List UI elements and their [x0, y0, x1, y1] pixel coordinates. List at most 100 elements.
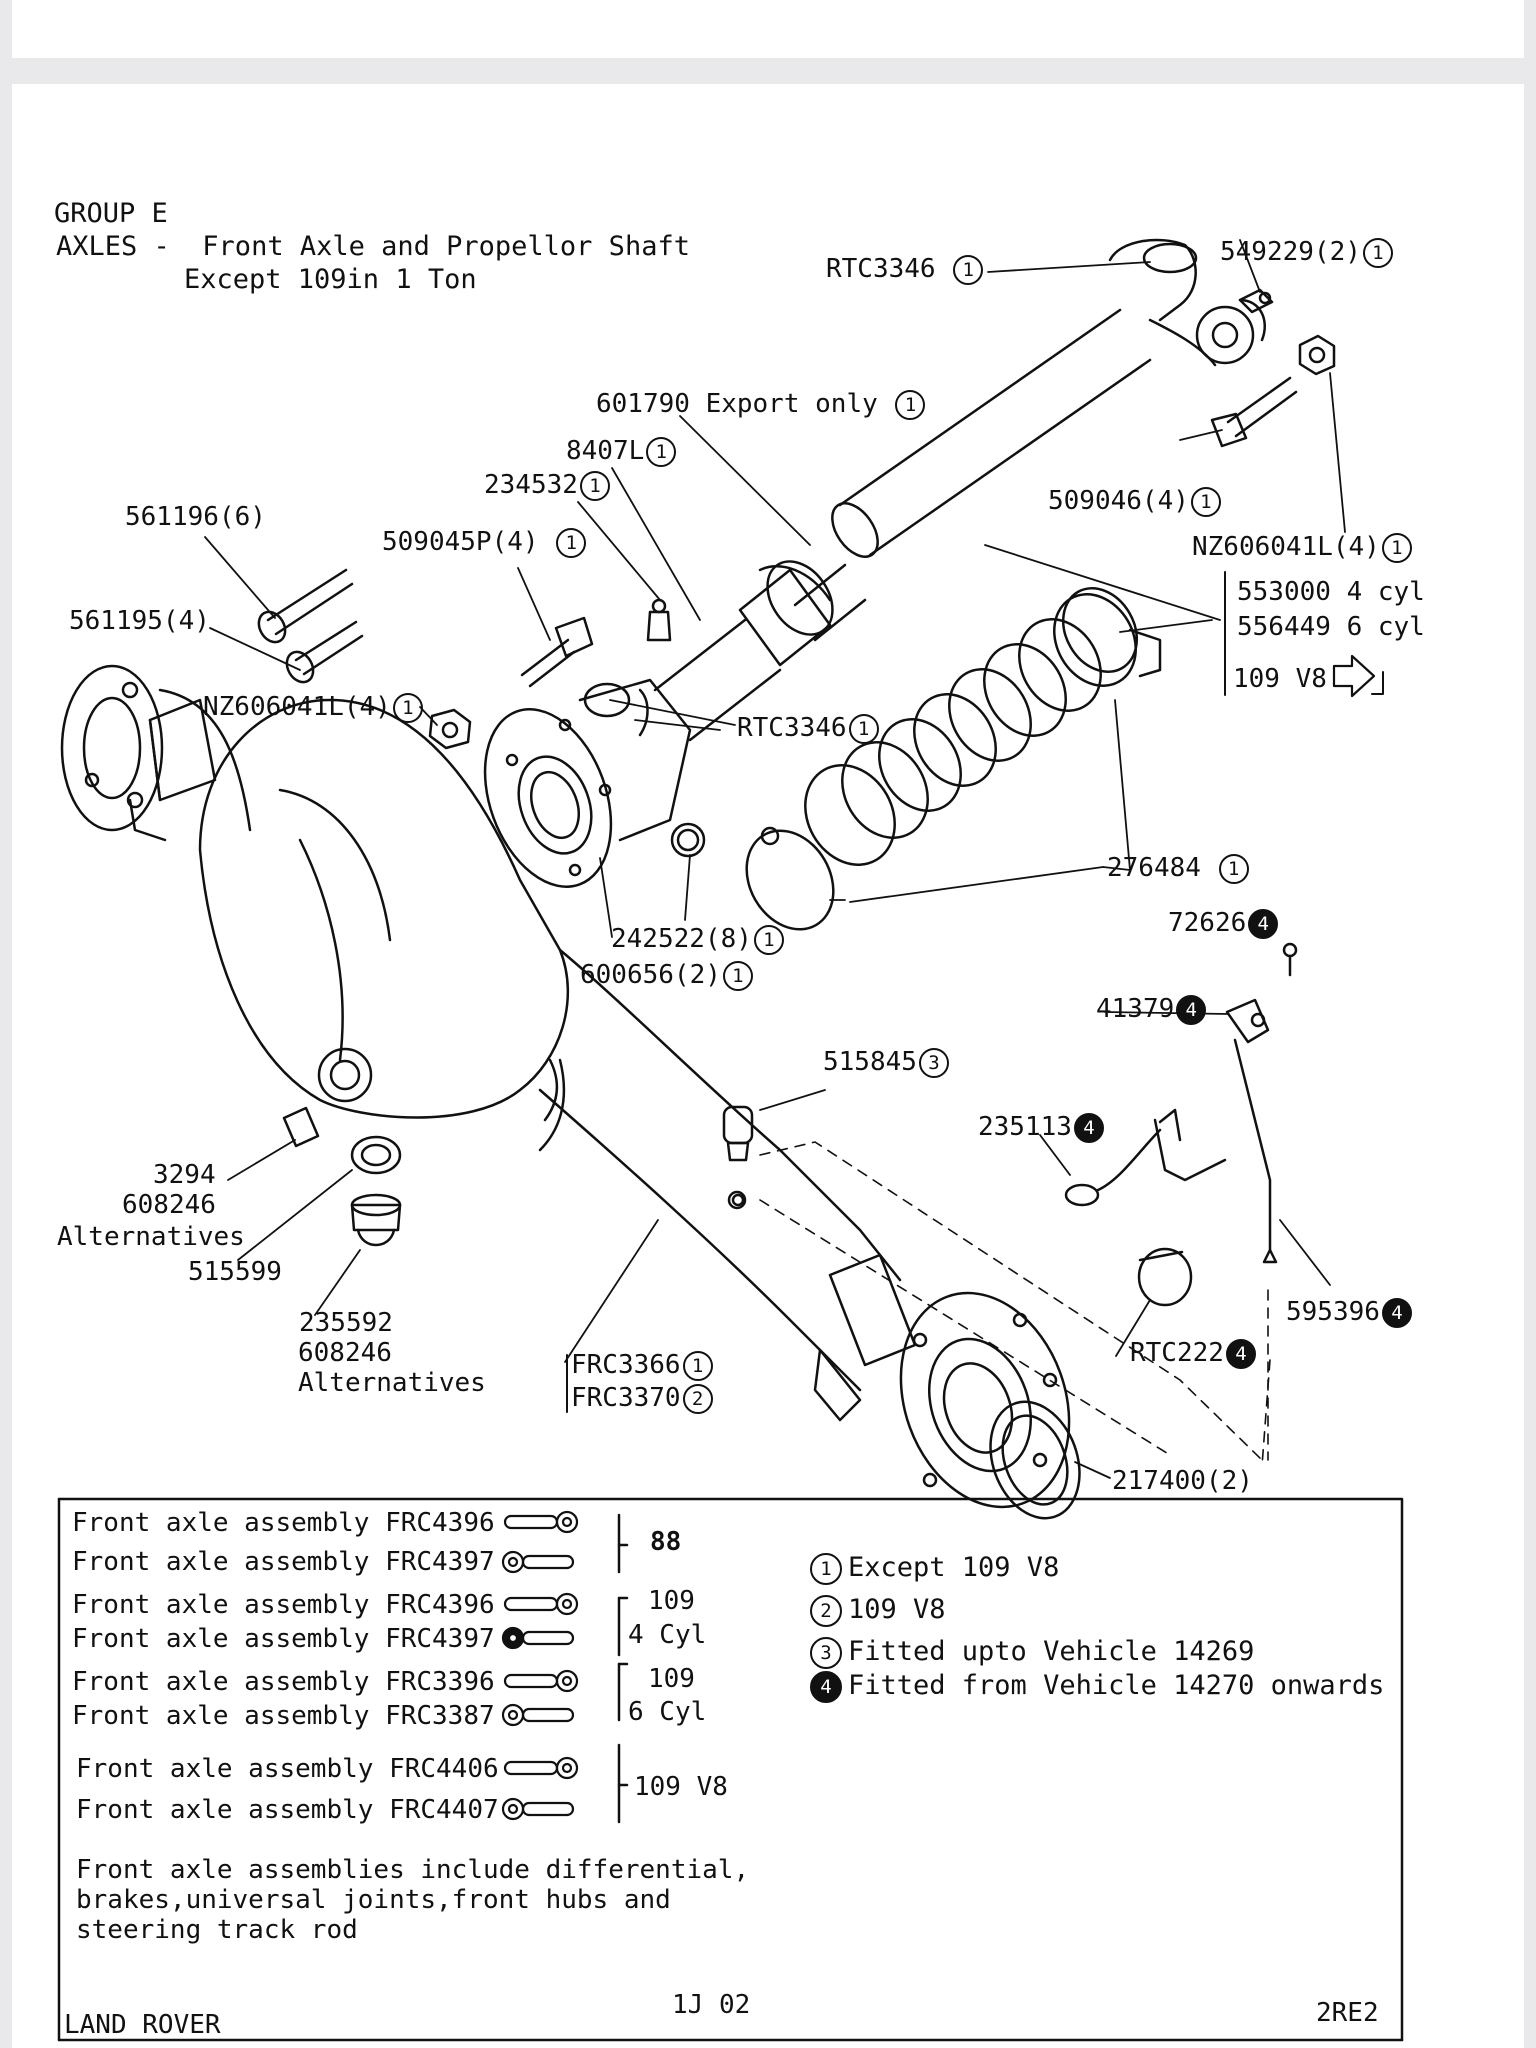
- callout-509045p: 509045P(4) 1: [382, 527, 587, 558]
- assembly-row: Front axle assembly FRC4396: [72, 1508, 495, 1538]
- group-109-v8: 109 V8: [634, 1772, 728, 1802]
- callout-561195: 561195(4): [69, 606, 210, 636]
- key-text: Fitted upto Vehicle 14269: [848, 1636, 1255, 1667]
- assembly-row: Front axle assembly FRC4397: [72, 1624, 495, 1654]
- callout-text: 600656(2): [580, 960, 721, 990]
- ref-mark: 1: [753, 924, 784, 955]
- ref-mark: 4: [1248, 908, 1279, 939]
- callout-text: NZ606041L(4): [203, 692, 391, 722]
- ref-mark: 1: [579, 470, 610, 501]
- callout-text: 41379: [1096, 994, 1175, 1024]
- leader-lines: [204, 239, 1346, 1479]
- ref-mark: 4: [1225, 1338, 1256, 1369]
- reference-code: 2RE2: [1316, 1998, 1379, 2028]
- callout-text: 72626: [1168, 908, 1247, 938]
- callout-509046: 509046(4)1: [1048, 486, 1221, 517]
- ref-mark: 1: [1218, 853, 1249, 884]
- key-text: Except 109 V8: [848, 1552, 1060, 1583]
- callout-text: 8407L: [566, 436, 645, 466]
- ref-mark: 2: [682, 1383, 713, 1414]
- ref-mark: 1: [1381, 532, 1412, 563]
- group-6-cyl: 6 Cyl: [628, 1697, 707, 1727]
- catalogue-sheet: [12, 84, 1524, 2048]
- callout-242522: 242522(8)1: [611, 924, 784, 955]
- ref-mark: 1: [1190, 486, 1221, 517]
- shaft-symbols: [501, 1510, 579, 1821]
- assembly-row: Front axle assembly FRC4407: [76, 1795, 499, 1825]
- callout-235592: 235592: [299, 1308, 393, 1338]
- callout-109-v8: 109 V8: [1233, 664, 1327, 694]
- brake-pipe: [1064, 942, 1298, 1307]
- callout-549229: 549229(2)1: [1220, 237, 1393, 268]
- assembly-row: Front axle assembly FRC4406: [76, 1754, 499, 1784]
- callout-600656: 600656(2)1: [580, 960, 753, 991]
- callout-text: RTC222: [1130, 1338, 1224, 1368]
- bracket-lines: [566, 571, 1384, 1413]
- breather: [722, 1105, 754, 1207]
- assembly-row: Front axle assembly FRC3387: [72, 1701, 495, 1731]
- callout-text: 515845: [823, 1047, 917, 1077]
- callout-nz606041l-right: NZ606041L(4)1: [1192, 532, 1412, 563]
- callout-text: 234532: [484, 470, 578, 500]
- callout-text: 549229(2): [1220, 237, 1361, 267]
- key-mark: 4: [810, 1670, 842, 1703]
- key-mark: 1: [810, 1552, 842, 1585]
- key-text: 109 V8: [848, 1594, 946, 1625]
- ref-mark: 1: [895, 389, 926, 420]
- assembly-note: Front axle assemblies include differenti…: [76, 1855, 750, 1945]
- callout-nz606041l-left: NZ606041L(4)1: [203, 692, 423, 723]
- group-label: GROUP E: [54, 198, 168, 229]
- ref-mark: 1: [848, 713, 879, 744]
- key-mark: 3: [810, 1636, 842, 1669]
- drain-plugs: [282, 1106, 402, 1247]
- ref-mark: 1: [646, 436, 677, 467]
- callout-alternatives-b: Alternatives: [298, 1368, 486, 1398]
- callout-text: RTC3346: [826, 254, 936, 284]
- assembly-row: Front axle assembly FRC3396: [72, 1667, 495, 1697]
- callout-text: 235113: [978, 1112, 1072, 1142]
- callout-text: NZ606041L(4): [1192, 532, 1380, 562]
- page-number: 1J 02: [672, 1990, 751, 2020]
- callout-601790: 601790 Export only 1: [596, 389, 926, 420]
- top-margin-strip: [12, 0, 1524, 58]
- callout-alternatives-a: Alternatives: [57, 1222, 245, 1252]
- callout-217400: 217400(2): [1112, 1466, 1253, 1496]
- dashed-guides: [759, 1141, 1271, 1467]
- callout-561196: 561196(6): [125, 502, 266, 532]
- ref-mark: 1: [722, 960, 753, 991]
- ref-mark: 1: [392, 692, 423, 723]
- axle-casing: [60, 664, 1081, 1520]
- assembly-row: Front axle assembly FRC4396: [72, 1590, 495, 1620]
- ref-mark: 4: [1176, 994, 1207, 1025]
- callout-text: RTC3346: [737, 713, 847, 743]
- callout-rtc3346-top: RTC3346 1: [826, 254, 984, 285]
- callout-text: FRC3366: [571, 1350, 681, 1380]
- callout-276484: 276484 1: [1107, 853, 1249, 884]
- callout-text: 595396: [1286, 1297, 1380, 1327]
- group-109-a: 109: [648, 1586, 695, 1616]
- callout-556449: 556449 6 cyl: [1237, 612, 1425, 642]
- ref-mark: 1: [1362, 237, 1393, 268]
- ref-mark: 4: [1381, 1297, 1412, 1328]
- callout-text: 601790 Export only: [596, 389, 878, 419]
- group-4-cyl: 4 Cyl: [628, 1620, 707, 1650]
- parts-table-frame: [57, 1497, 1404, 2042]
- callout-515599: 515599: [188, 1257, 282, 1287]
- callout-text: 509046(4): [1048, 486, 1189, 516]
- ref-mark: 3: [918, 1047, 949, 1078]
- callout-553000: 553000 4 cyl: [1237, 577, 1425, 607]
